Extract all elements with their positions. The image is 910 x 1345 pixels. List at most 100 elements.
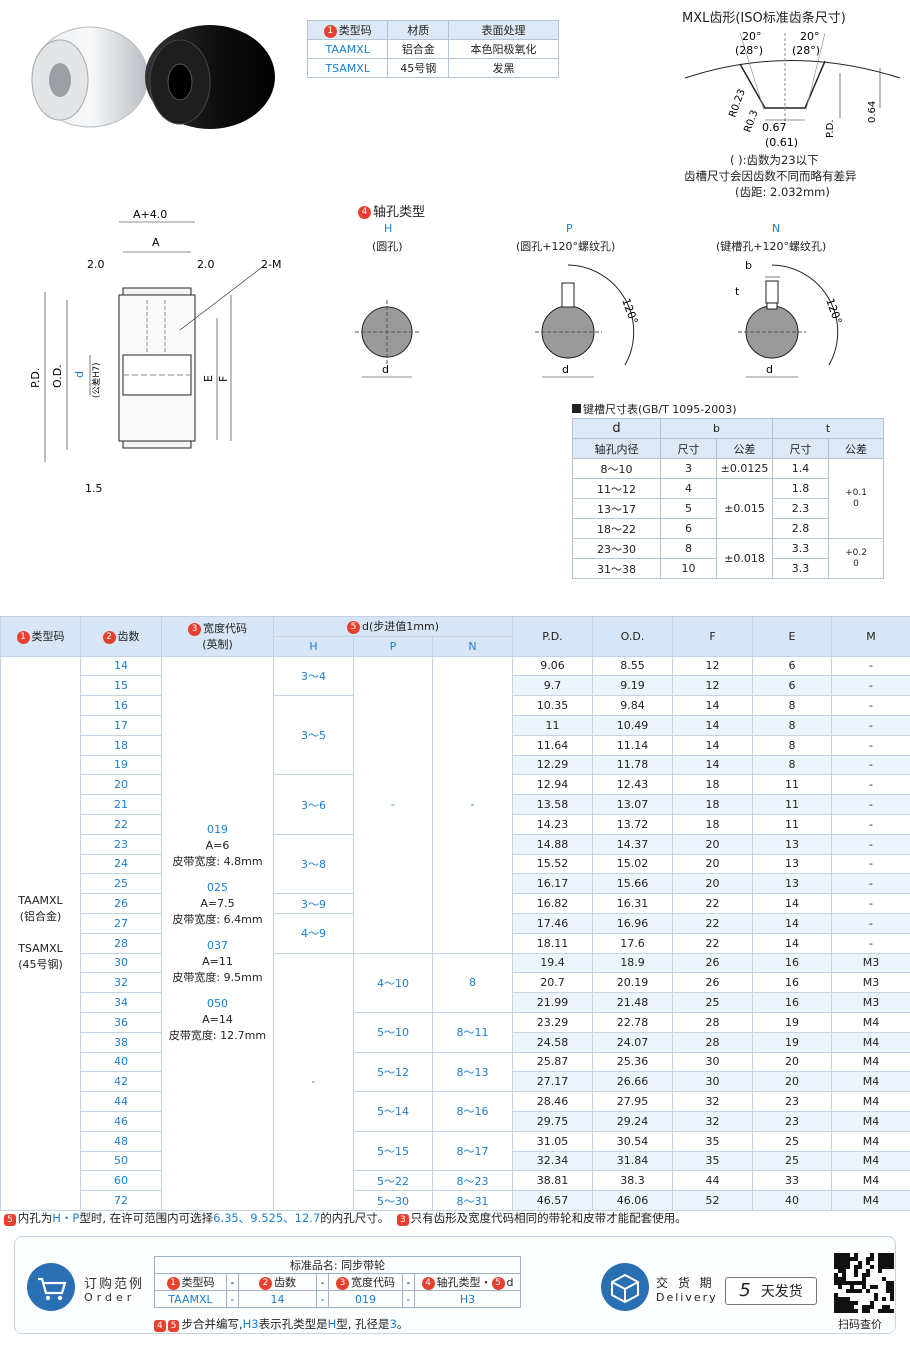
order-value-width: 019 [328,1290,403,1308]
black-pulley-image [145,25,275,129]
tooth-note-1: ( ):齿数为23以下 [730,153,819,167]
svg-text:A+4.0: A+4.0 [133,208,167,221]
svg-text:P.D.: P.D. [825,119,836,138]
bore-type-n-code: N [772,222,781,235]
col-pd: P.D. [512,616,593,657]
qr-code-icon[interactable] [834,1253,894,1313]
svg-text:R0.3: R0.3 [742,109,760,134]
svg-text:P.D.: P.D. [29,368,42,388]
bore-type-n-name: (键槽孔+120°螺纹孔) [716,240,827,253]
svg-text:120°: 120° [619,297,640,326]
svg-text:F: F [217,376,230,382]
bore-n-diagram: d b t 120° [735,259,844,378]
svg-text:d: d [562,363,569,376]
svg-text:1.5: 1.5 [85,482,103,495]
svg-text:R0.23: R0.23 [727,88,747,119]
material-header-surface: 表面处理 [448,20,559,40]
bore-p-diagram: d 120° [535,264,640,378]
tooth-note-2: 齿槽尺寸会因齿数不同而略有差异 [684,169,857,183]
svg-text:O.D.: O.D. [51,364,64,388]
svg-text:t: t [735,285,740,298]
bore-h-diagram: d [355,300,420,378]
material-row: TSAMXL 45号钢 发黑 [306,58,559,78]
delivery-label: 交 货 期 [656,1276,715,1290]
svg-text:A: A [152,236,160,249]
order-label-en: Order [84,1291,136,1304]
svg-text:d: d [382,363,389,376]
order-value-bore: H3 [414,1290,521,1308]
type-code-group: TAAMXL(铝合金)TSAMXL(45号钢) [0,655,81,1211]
delivery-label-en: Delivery [656,1291,718,1304]
col-od: O.D. [592,616,673,657]
bore-type-diagrams: d d 120° d b t 120° [355,259,844,378]
pulley-side-view-diagram: A+4.0 A 2.0 2.0 2-M P.D. O.D. d (公差H7) E… [29,208,281,495]
bore-type-h-name: (圆孔) [372,240,403,253]
col-f: F [672,616,753,657]
bore-type-h-code: H [384,222,393,235]
svg-text:20°: 20° [742,30,762,43]
qr-caption: 扫码查价 [838,1318,882,1331]
svg-text:(28°): (28°) [792,44,820,57]
bore-type-p-code: P [566,222,573,235]
svg-text:(28°): (28°) [735,44,763,57]
order-cart-icon [27,1263,75,1311]
pulley-photos [31,25,275,129]
svg-text:b: b [745,259,752,272]
aluminum-pulley-image [31,26,149,128]
material-header-material: 材质 [387,20,450,40]
svg-text:2.0: 2.0 [197,258,215,271]
material-row: TAAMXL 铝合金 本色阳极氧化 [306,39,559,59]
svg-text:0.67: 0.67 [762,121,787,134]
svg-text:(0.61): (0.61) [765,136,798,149]
keyway-title: 键槽尺寸表(GB/T 1095-2003) [572,401,737,417]
svg-text:d: d [766,363,773,376]
svg-text:20°: 20° [800,30,820,43]
svg-text:0.64: 0.64 [867,101,878,123]
col-m: M [831,616,910,657]
svg-text:E: E [202,375,215,382]
tooth-profile-title: MXL齿形(ISO标准齿条尺寸) [682,11,846,26]
svg-text:2.0: 2.0 [87,258,105,271]
order-label: 订购范例 [84,1277,145,1292]
bore-type-p-name: (圆孔+120°螺纹孔) [516,240,616,253]
svg-text:120°: 120° [823,297,844,326]
tooth-note-3: (齿距: 2.032mm) [735,185,830,199]
